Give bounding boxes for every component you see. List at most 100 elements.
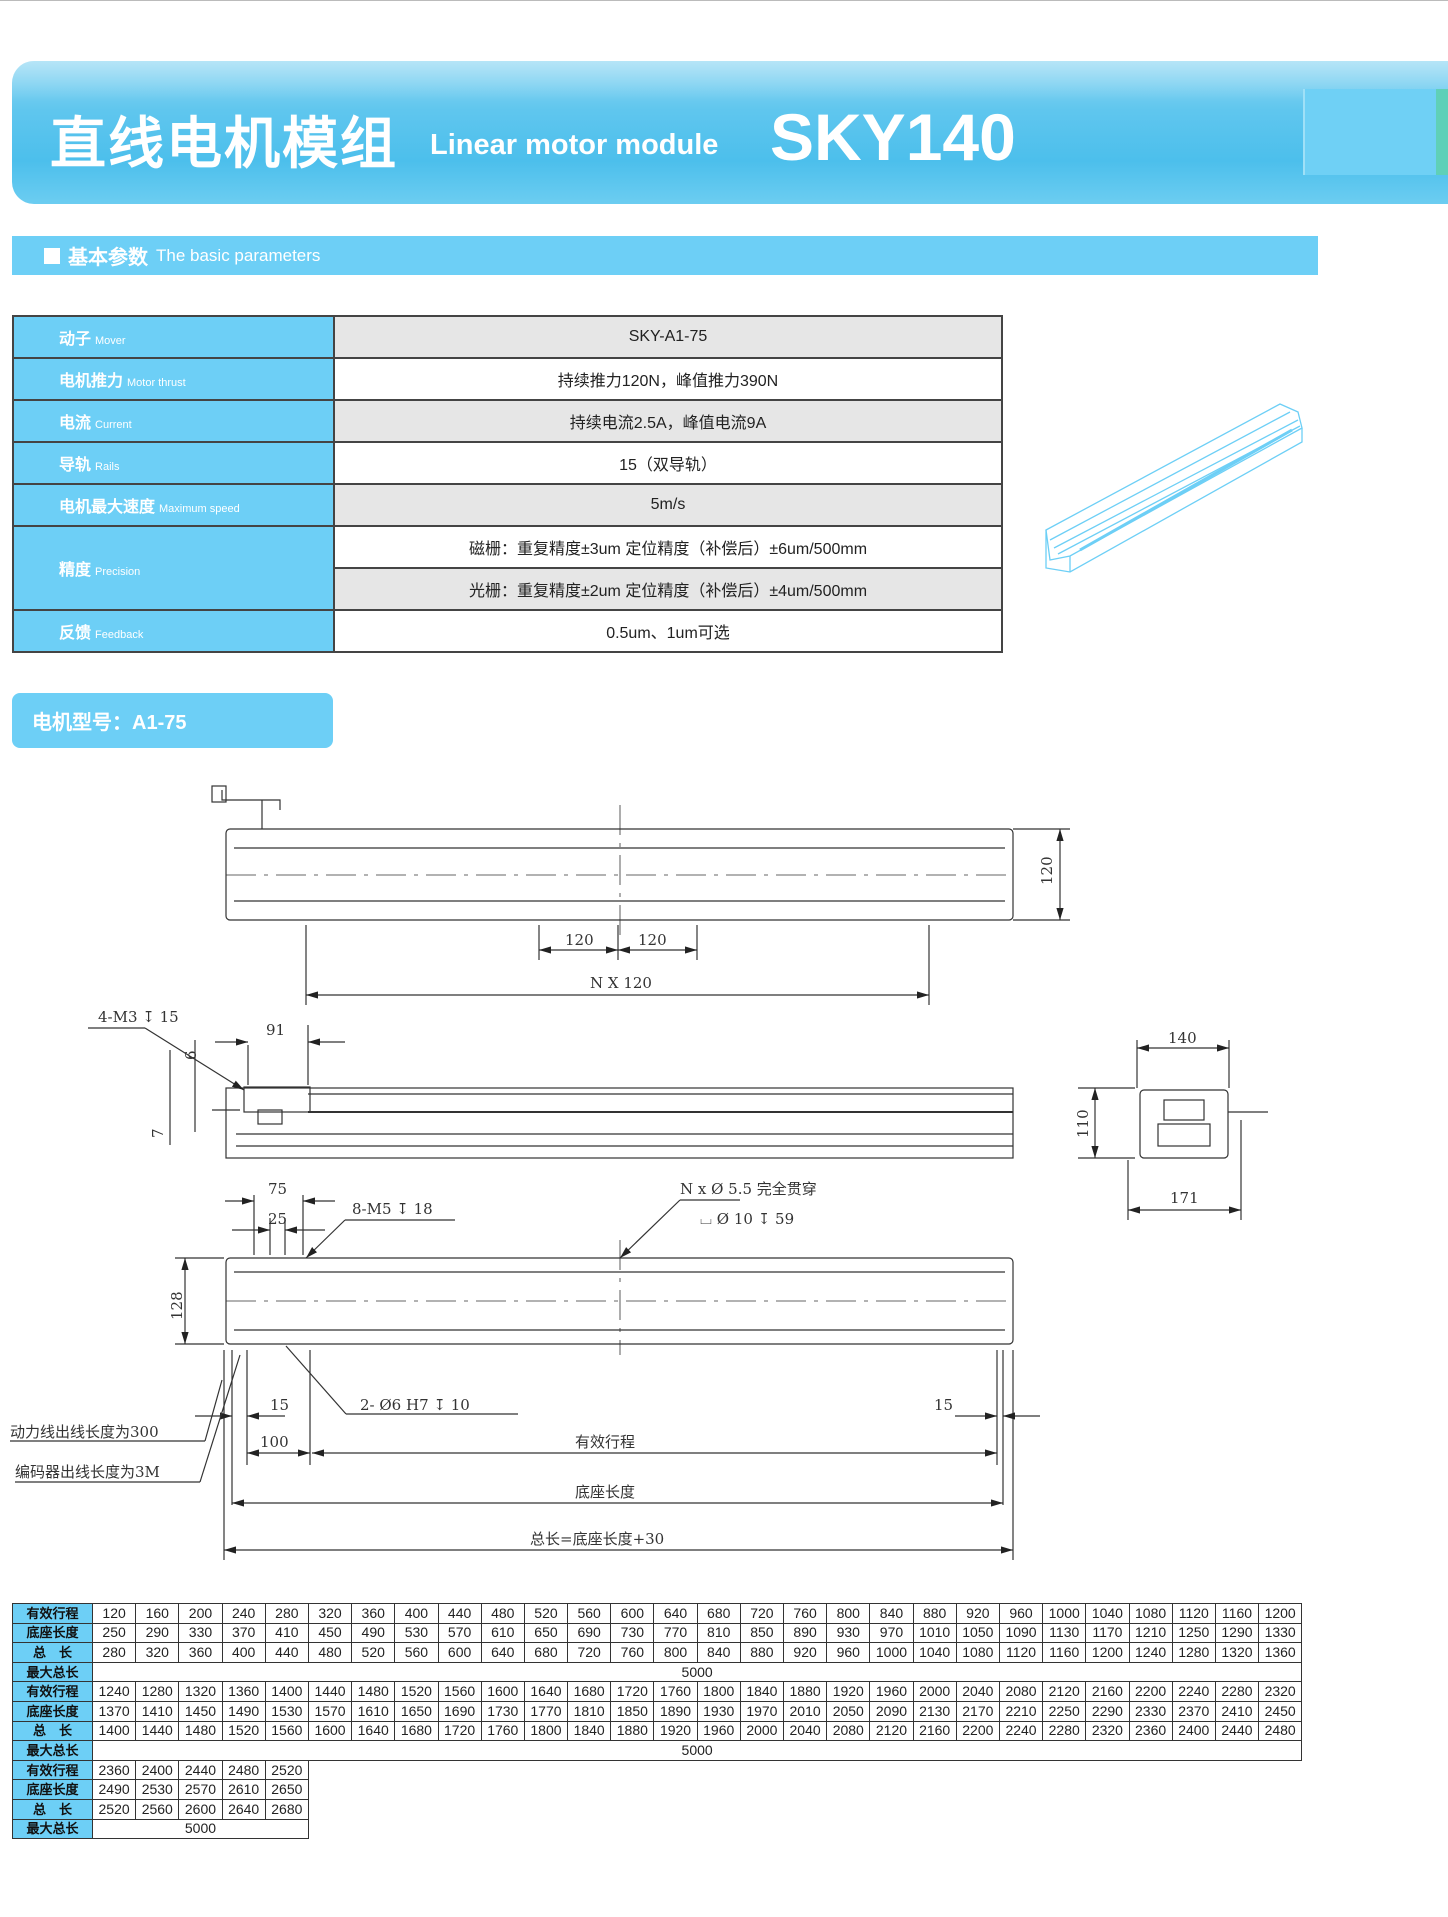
- spec-cell: 760: [610, 1642, 655, 1663]
- dim-bot-75: 75: [268, 1180, 287, 1198]
- param-label: 反馈: [59, 625, 92, 642]
- spec-cell: 330: [178, 1622, 223, 1644]
- spec-cell: 280: [91, 1642, 137, 1663]
- end-view-body: [1139, 1089, 1229, 1159]
- spec-cell: 200: [178, 1603, 223, 1624]
- spec-cell: 530: [394, 1622, 439, 1644]
- spec-cell: 1530: [264, 1700, 309, 1722]
- spec-cell: 2440: [178, 1759, 223, 1781]
- spec-cell: 370: [221, 1622, 266, 1644]
- spec-cell: 2290: [1085, 1700, 1130, 1722]
- dim-side-7: 7: [149, 1128, 167, 1138]
- spec-cell: 2450: [1258, 1700, 1303, 1722]
- spec-cell: 1440: [135, 1720, 180, 1742]
- spec-row-label: 有效行程: [12, 1759, 93, 1781]
- spec-cell: 1570: [307, 1700, 353, 1722]
- spec-cell: 1560: [264, 1720, 309, 1742]
- spec-cell: 920: [955, 1603, 1000, 1624]
- spec-cell: 890: [782, 1622, 828, 1644]
- spec-row-label: 有效行程: [12, 1603, 93, 1624]
- spec-cell: 1320: [1214, 1642, 1260, 1663]
- param-label: 电流: [59, 415, 92, 432]
- spec-cell: 2320: [1085, 1720, 1130, 1742]
- spec-cell: 2410: [1214, 1700, 1260, 1722]
- spec-cell: 250: [91, 1622, 137, 1644]
- dim-end-140: 140: [1168, 1029, 1197, 1047]
- spec-cell: 1800: [523, 1720, 569, 1742]
- spec-cell: 1480: [351, 1681, 396, 1702]
- spec-cell: 2240: [1171, 1681, 1216, 1702]
- spec-cell: 1840: [739, 1681, 785, 1702]
- spec-cell: 720: [739, 1603, 785, 1624]
- spec-cell: 1000: [1042, 1603, 1087, 1624]
- param-label-en: Feedback: [95, 629, 144, 641]
- header-banner: 直线电机模组 Linear motor module SKY140: [12, 61, 1448, 204]
- banner-decoration-strip: [1436, 89, 1448, 175]
- spec-cell: 1240: [91, 1681, 137, 1702]
- banner-decoration: [1303, 89, 1448, 175]
- spec-cell: 1130: [1042, 1622, 1087, 1644]
- bottom-holes-note: 8-M5 ↧ 18: [352, 1200, 433, 1218]
- spec-cell: 1520: [221, 1720, 266, 1742]
- pin-hole-note: 2- Ø6 H7 ↧ 10: [360, 1396, 470, 1414]
- spec-cell: 2000: [912, 1681, 957, 1702]
- spec-cell: 480: [480, 1603, 525, 1624]
- spec-cell: 2040: [955, 1681, 1000, 1702]
- spec-cell: 1600: [307, 1720, 353, 1742]
- spec-cell: 2360: [1128, 1720, 1173, 1742]
- spec-cell: 2330: [1128, 1700, 1173, 1722]
- spec-cell: 1840: [567, 1720, 612, 1742]
- spec-empty: [308, 1760, 1301, 1780]
- spec-row-label: 最大总长: [12, 1740, 93, 1761]
- spec-cell: 1610: [351, 1700, 396, 1722]
- spec-cell: 960: [998, 1603, 1044, 1624]
- param-value: SKY-A1-75: [333, 315, 1003, 359]
- spec-cell: 360: [178, 1642, 223, 1663]
- banner-gloss: [12, 61, 1448, 101]
- spec-cell: 490: [351, 1622, 396, 1644]
- spec-cell: 360: [351, 1603, 396, 1624]
- section-title-cn: 基本参数: [68, 247, 148, 269]
- spec-cell: 1200: [1258, 1603, 1303, 1624]
- spec-cell: 840: [696, 1642, 741, 1663]
- spec-cell: 1010: [912, 1622, 957, 1644]
- spec-cell: 320: [307, 1603, 353, 1624]
- spec-cell: 240: [221, 1603, 266, 1624]
- spec-cell: 1160: [1214, 1603, 1260, 1624]
- spec-cell: 2280: [1042, 1720, 1087, 1742]
- spec-cell: 1760: [653, 1681, 698, 1702]
- spec-cell: 1160: [1042, 1642, 1087, 1663]
- spec-cell: 2480: [1258, 1720, 1303, 1742]
- spec-cell: 2650: [264, 1779, 309, 1800]
- spec-cell: 2040: [782, 1720, 828, 1742]
- title-en: Linear motor module: [430, 129, 719, 161]
- power-cable-note: 动力线出线长度为300: [10, 1423, 159, 1441]
- encoder-cable-note: 编码器出线长度为3M: [15, 1463, 160, 1481]
- spec-cell: 440: [264, 1642, 309, 1663]
- spec-cell: 2160: [912, 1720, 957, 1742]
- param-label: 精度: [59, 562, 92, 579]
- spec-cell: 2570: [178, 1779, 223, 1800]
- param-label-en: Mover: [95, 335, 126, 347]
- spec-cell: 2440: [1214, 1720, 1260, 1742]
- spec-cell: 680: [523, 1642, 569, 1663]
- spec-cell: 570: [437, 1622, 482, 1644]
- spec-row-label: 底座长度: [12, 1700, 93, 1722]
- spec-cell: 640: [653, 1603, 698, 1624]
- section-title-en: The basic parameters: [156, 245, 321, 265]
- spec-cell: 1690: [437, 1700, 482, 1722]
- spec-cell: 320: [135, 1642, 180, 1663]
- spec-cell: 600: [610, 1603, 655, 1624]
- spec-cell: 2250: [1042, 1700, 1087, 1722]
- spec-cell: 400: [394, 1603, 439, 1624]
- spec-cell: 1370: [91, 1700, 137, 1722]
- spec-cell: 2160: [1085, 1681, 1130, 1702]
- spec-cell: 960: [826, 1642, 871, 1663]
